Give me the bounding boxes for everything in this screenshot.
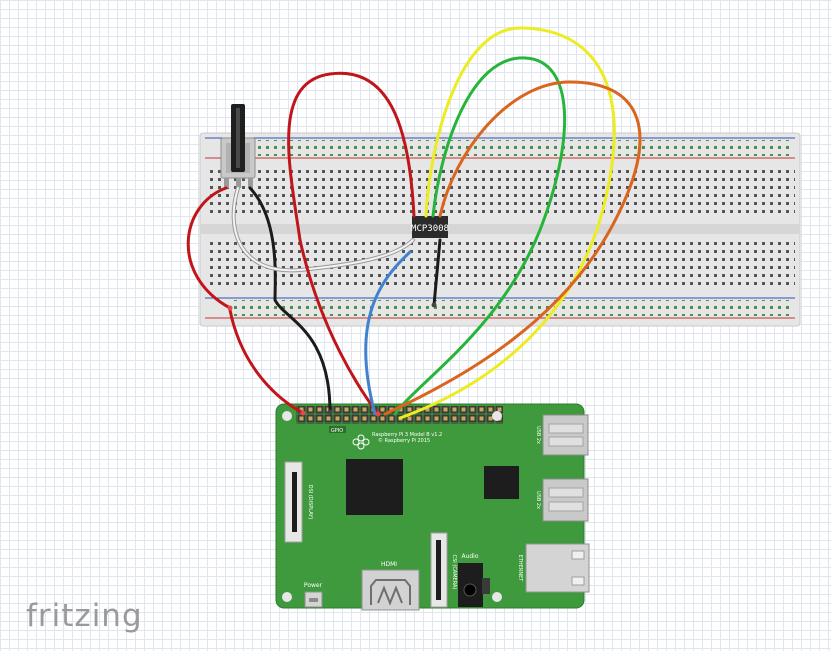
- usb-port-bottom: [542, 478, 589, 522]
- power-rail-top: [230, 140, 790, 156]
- power-rail-bottom: [230, 300, 790, 316]
- dsi-slot: [292, 472, 297, 532]
- mount-hole-tl: [282, 411, 292, 421]
- wire-red-rail-to-gpio: [228, 308, 305, 415]
- power-label: Power: [304, 582, 323, 589]
- wire-green-chip-to-gpio: [393, 56, 567, 416]
- potentiometer-pin-2: [236, 178, 241, 188]
- fritzing-logo: fritzing: [26, 598, 143, 634]
- potentiometer: [220, 104, 256, 188]
- micro-usb-slot: [309, 598, 318, 602]
- wire-red-pot-to-rail: [186, 186, 232, 310]
- hdmi-label: HDMI: [381, 561, 397, 568]
- pi-model-label: Raspberry Pi 3 Model B v1.2: [372, 432, 442, 438]
- wire-black-pot-to-gnd: [248, 186, 332, 414]
- mount-hole-bl: [282, 592, 292, 602]
- raspberry-logo-icon: [352, 434, 370, 450]
- wire-end-dots: [227, 302, 437, 417]
- mount-hole-tr: [492, 411, 502, 421]
- audio-label: Audio: [461, 553, 478, 560]
- center-channel: [200, 224, 800, 234]
- ethernet-port: [525, 543, 590, 593]
- usb-top-label: USB 2x: [535, 426, 541, 444]
- dsi-label: DSI (DISPLAY): [307, 485, 313, 520]
- pi-copyright-label: © Raspberry Pi 2015: [378, 437, 430, 444]
- csi-slot: [436, 540, 441, 600]
- wire-white-wiper-to-chip-core: [232, 187, 414, 272]
- breadboard: [199, 132, 801, 327]
- processor-chip: [346, 459, 403, 515]
- potentiometer-pin-3: [248, 178, 253, 188]
- csi-label: CSI (CAMERA): [451, 555, 457, 590]
- wires: [186, 26, 642, 420]
- wire-orange-chip-to-gpio: [383, 80, 642, 416]
- gpio-label: GPIO: [331, 428, 343, 434]
- terminal-block-upper: [205, 170, 795, 218]
- mount-hole-br: [492, 592, 502, 602]
- wire-blue-chip-to-gpio: [364, 250, 412, 416]
- potentiometer-pin-1: [224, 178, 229, 188]
- audio-jack: [458, 563, 490, 607]
- terminal-block-lower: [205, 238, 795, 286]
- usb-port-top: [542, 414, 589, 456]
- chip-label: MCP3008: [411, 224, 449, 234]
- wire-black-chip-gnd: [432, 238, 442, 307]
- chip-body: [412, 216, 448, 238]
- wire-yellow-chip-to-gpio: [398, 26, 616, 420]
- hdmi-port: [361, 569, 420, 611]
- potentiometer-shaft-highlight: [236, 108, 240, 168]
- raspberry-pi: GPIO Raspberry Pi 3 Model B v1.2 © Raspb…: [275, 403, 590, 611]
- wire-red-chip-vdd: [287, 71, 416, 416]
- mcp3008-chip: MCP3008: [411, 216, 449, 238]
- gpio-label-box: [329, 426, 346, 433]
- gpio-header: [296, 406, 503, 424]
- ethernet-label: ETHERNET: [517, 555, 523, 583]
- usb-controller-chip: [484, 466, 519, 499]
- usb-bottom-label: USB 2x: [535, 491, 541, 509]
